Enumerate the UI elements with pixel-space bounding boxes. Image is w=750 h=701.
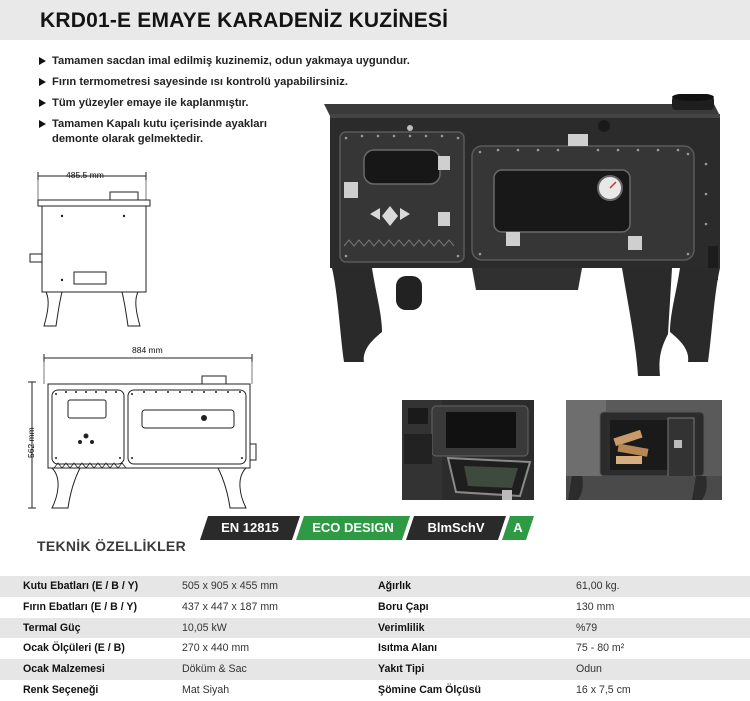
- spec-value: Odun: [576, 663, 602, 676]
- firebox-photo-svg: [566, 400, 722, 500]
- depth-dimension: 485.5 mm: [66, 170, 104, 180]
- badge-en12815: EN 12815: [200, 516, 300, 540]
- spec-value: 16 x 7,5 cm: [576, 683, 631, 696]
- feature-item: Tamamen sacdan imal edilmiş kuzinemiz, o…: [38, 54, 438, 69]
- feature-item: Tamamen Kapalı kutu içerisinde ayakları …: [38, 117, 438, 147]
- spec-label: Termal Güç: [23, 621, 81, 634]
- stove-photo: [322, 94, 732, 390]
- spec-value: 437 x 447 x 187 mm: [182, 600, 278, 613]
- badge-eco-design: ECO DESIGN: [296, 516, 410, 540]
- stove-photo-svg: [324, 94, 720, 376]
- badge-blmschv: BlmSchV: [406, 516, 506, 540]
- badge-label: EN 12815: [221, 520, 279, 535]
- spec-label: Verimlilik: [378, 621, 425, 634]
- front-view-svg: [28, 354, 257, 509]
- spec-label: Boru Çapı: [378, 600, 429, 613]
- spec-label: Ocak Ölçüleri (E / B): [23, 642, 125, 655]
- spec-value: 75 - 80 m²: [576, 642, 625, 655]
- spec-value: 505 x 905 x 455 mm: [182, 580, 278, 592]
- spec-label: Kutu Ebatları (E / B / Y): [23, 580, 139, 592]
- spec-value: Mat Siyah: [182, 683, 230, 696]
- front-view-drawing: [22, 348, 262, 516]
- spec-label: Ocak Malzemesi: [23, 663, 105, 676]
- height-dimension: 562 mm: [26, 427, 36, 458]
- badge-label: ECO DESIGN: [312, 520, 394, 535]
- badge-energy-class: A: [502, 516, 534, 540]
- spec-value: 10,05 kW: [182, 621, 227, 634]
- badge-label: A: [513, 520, 523, 535]
- spec-label: Isıtma Alanı: [378, 642, 438, 655]
- spec-label: Fırın Ebatları (E / B / Y): [23, 600, 138, 613]
- feature-list: Tamamen sacdan imal edilmiş kuzinemiz, o…: [38, 54, 438, 153]
- feature-item: Tüm yüzeyler emaye ile kaplanmıştır.: [38, 96, 438, 111]
- tech-specs-heading: TEKNİK ÖZELLİKLER: [37, 538, 186, 554]
- table-row: Kutu Ebatları (E / B / Y) 505 x 905 x 45…: [0, 576, 750, 597]
- oven-door-photo-svg: [402, 400, 534, 500]
- firebox-photo: [566, 400, 722, 500]
- table-row: Fırın Ebatları (E / B / Y) 437 x 447 x 1…: [0, 597, 750, 618]
- table-row: Termal Güç 10,05 kW Verimlilik %79: [0, 617, 750, 639]
- side-view-svg: [29, 172, 151, 327]
- oven-door-photo: [402, 400, 534, 500]
- spec-value: 270 x 440 mm: [182, 642, 250, 655]
- feature-item: Fırın termometresi sayesinde ısı kontrol…: [38, 75, 438, 90]
- spec-table: Kutu Ebatları (E / B / Y) 505 x 905 x 45…: [0, 576, 750, 701]
- width-dimension: 884 mm: [132, 345, 163, 355]
- side-view-drawing: [28, 166, 158, 332]
- page-title: KRD01-E EMAYE KARADENİZ KUZİNESİ: [40, 9, 449, 32]
- table-row: Ocak Ölçüleri (E / B) 270 x 440 mm Isıtm…: [0, 638, 750, 659]
- spec-value: %79: [576, 621, 598, 634]
- spec-value: 61,00 kg.: [576, 580, 620, 592]
- spec-value: 130 mm: [576, 600, 615, 613]
- spec-label: Renk Seçeneği: [23, 683, 99, 696]
- spec-label: Şömine Cam Ölçüsü: [378, 683, 482, 696]
- spec-label: Yakıt Tipi: [378, 663, 425, 676]
- spec-value: Döküm & Sac: [182, 663, 247, 676]
- spec-label: Ağırlık: [378, 580, 411, 592]
- badge-label: BlmSchV: [427, 520, 485, 535]
- title-band: [0, 0, 750, 40]
- table-row: Ocak Malzemesi Döküm & Sac Yakıt Tipi Od…: [0, 659, 750, 680]
- table-row: Renk Seçeneği Mat Siyah Şömine Cam Ölçüs…: [0, 680, 750, 701]
